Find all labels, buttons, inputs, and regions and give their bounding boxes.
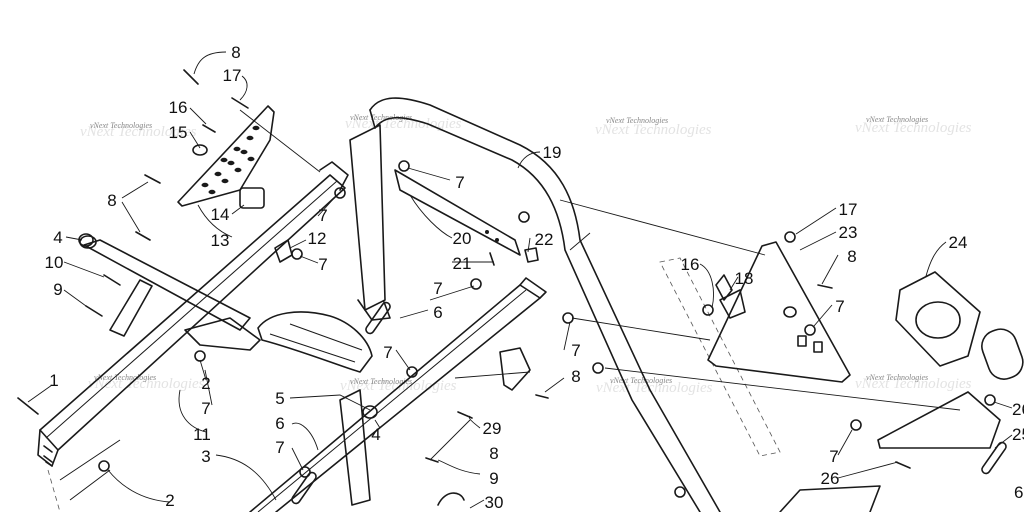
front-tube-assembly [37,161,349,512]
callout-8-low: 8 [489,444,498,463]
svg-text:vNext Technologies: vNext Technologies [350,113,412,122]
callout-12: 12 [308,229,327,248]
callout-7-b: 7 [318,255,327,274]
svg-text:vNext Technologies: vNext Technologies [88,376,205,392]
hardware [17,69,996,506]
svg-text:vNext Technologies: vNext Technologies [90,121,152,130]
watermark-4: vNext Technologies vNext Technologies [855,115,972,136]
watermark-2: vNext Technologies vNext Technologies [345,113,462,132]
callout-16-right: 16 [681,255,700,274]
triangle-bracket [707,241,851,383]
svg-text:vNext Technologies: vNext Technologies [855,376,972,392]
callout-8-top: 8 [231,43,240,62]
callout-21: 21 [453,254,472,273]
callout-25: 25 [1012,425,1024,444]
straps [291,301,1007,505]
leader-lines [27,51,1013,509]
callout-8-right: 8 [847,247,856,266]
callout-23: 23 [839,223,858,242]
upper-plate [177,105,275,209]
watermark-8: vNext Technologies vNext Technologies [855,373,972,392]
watermark-5: vNext Technologies vNext Technologies [88,373,205,392]
svg-text:vNext Technologies: vNext Technologies [595,122,712,138]
seat-tray [184,311,373,373]
svg-text:vNext Technologies: vNext Technologies [866,115,928,124]
watermark-1: vNext Technologies vNext Technologies [80,121,197,140]
callout-26-a: 26 [821,469,840,488]
callout-7-g: 7 [455,173,464,192]
callouts: 8 17 16 15 8 14 13 7 12 7 4 10 9 1 2 7 1… [45,43,1024,512]
callout-6-a: 6 [275,414,284,433]
callout-13: 13 [211,231,230,250]
callout-2-b: 2 [165,491,174,510]
callout-30: 30 [485,493,504,512]
callout-29: 29 [483,419,502,438]
svg-text:vNext Technologies: vNext Technologies [94,373,156,382]
callout-4-mid: 4 [371,425,380,444]
callout-7-j: 7 [829,447,838,466]
callout-11: 11 [193,425,211,444]
svg-text:vNext Technologies: vNext Technologies [610,376,672,385]
callout-7-f: 7 [433,279,442,298]
callout-20: 20 [453,229,472,248]
callout-9-left: 9 [53,280,62,299]
callout-18: 18 [735,269,754,288]
callout-26-b: 26 [1012,400,1024,419]
svg-text:vNext Technologies: vNext Technologies [350,377,412,386]
callout-7-a: 7 [318,206,327,225]
callout-4-left: 4 [53,228,62,247]
callout-2-a: 2 [201,374,210,393]
svg-text:vNext Technologies: vNext Technologies [855,120,972,136]
callout-15: 15 [169,123,188,142]
lower-rail [249,277,547,512]
callout-7-e: 7 [383,343,392,362]
callout-22: 22 [535,230,554,249]
svg-text:vNext Technologies: vNext Technologies [606,116,668,125]
callout-16-left: 16 [169,98,188,117]
callout-19: 19 [543,143,562,162]
callout-6-c: 6 [1014,483,1023,502]
watermark-3: vNext Technologies vNext Technologies [595,116,712,138]
callout-7-c: 7 [201,399,210,418]
callout-14: 14 [211,205,230,224]
callout-9-low: 9 [489,469,498,488]
callout-6-b: 6 [433,303,442,322]
main-hoop [349,97,721,512]
plate-holes [201,125,260,195]
hidden-plate [659,257,781,457]
callout-24: 24 [949,233,968,252]
bracket-26 [779,391,1001,512]
callout-17-right: 17 [839,200,858,219]
callout-8-mid: 8 [571,367,580,386]
guard-24 [895,271,1024,380]
callout-7-d: 7 [275,438,284,457]
callout-3: 3 [201,447,210,466]
svg-text:vNext Technologies: vNext Technologies [866,373,928,382]
callout-8-left: 8 [107,191,116,210]
assembly-lines [239,109,961,461]
callout-7-h: 7 [571,341,580,360]
callout-5: 5 [275,389,284,408]
callout-7-i: 7 [835,297,844,316]
callout-17-top: 17 [223,66,242,85]
callout-10: 10 [45,253,64,272]
callout-1: 1 [49,371,58,390]
svg-text:vNext Technologies: vNext Technologies [80,124,197,140]
